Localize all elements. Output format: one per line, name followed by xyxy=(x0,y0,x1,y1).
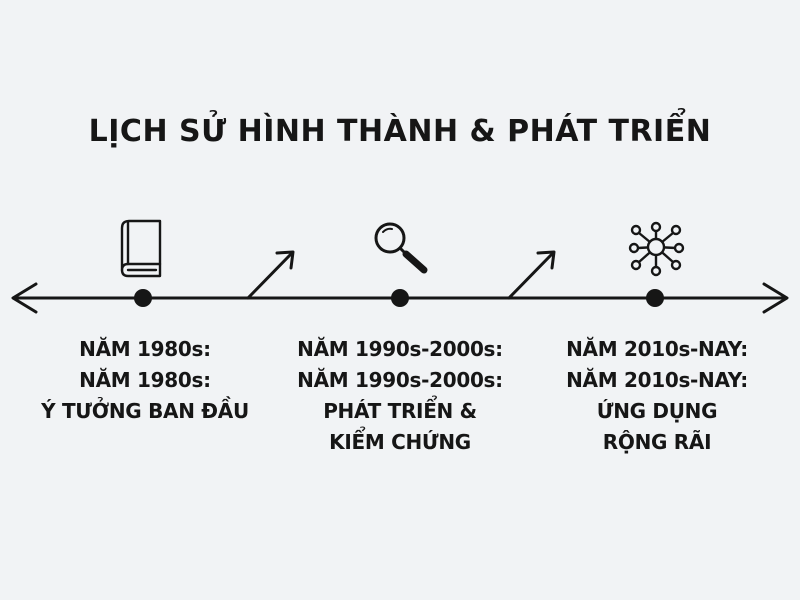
network-icon xyxy=(628,221,685,277)
milestone-line: NĂM 1990s-2000s: xyxy=(297,337,503,361)
milestone-dot-1990s xyxy=(391,289,409,307)
milestone-label-1980s: NĂM 1980s: NĂM 1980s: Ý TƯỞNG BAN ĐẦU xyxy=(15,334,275,427)
book-icon xyxy=(120,219,162,278)
arrow-up-right-icon xyxy=(246,250,295,300)
milestone-line: KIỂM CHỨNG xyxy=(329,430,471,454)
milestone-line: ỨNG DỤNG xyxy=(596,399,718,423)
left-arrowhead-icon xyxy=(11,282,38,314)
arrow-up-right-icon xyxy=(507,250,556,300)
milestone-label-1990s: NĂM 1990s-2000s: NĂM 1990s-2000s: PHÁT T… xyxy=(270,334,530,458)
milestone-line: Ý TƯỞNG BAN ĐẦU xyxy=(41,399,249,423)
milestone-line: NĂM 2010s-NAY: xyxy=(566,368,748,392)
magnifying-glass-icon xyxy=(374,222,428,274)
milestone-dot-1980s xyxy=(134,289,152,307)
milestone-line: NĂM 1980s: xyxy=(79,337,211,361)
milestone-line: RỘNG RÃI xyxy=(602,430,712,454)
milestone-line: NĂM 1980s: xyxy=(79,368,211,392)
milestone-label-2010s: NĂM 2010s-NAY: NĂM 2010s-NAY: ỨNG DỤNG R… xyxy=(527,334,787,458)
milestone-line: NĂM 1990s-2000s: xyxy=(297,368,503,392)
milestone-line: PHÁT TRIỂN & xyxy=(323,399,477,423)
page-title: LỊCH SỬ HÌNH THÀNH & PHÁT TRIỂN xyxy=(88,114,712,149)
milestone-dot-2010s xyxy=(646,289,664,307)
milestone-line: NĂM 2010s-NAY: xyxy=(566,337,748,361)
right-arrowhead-icon xyxy=(762,282,789,314)
